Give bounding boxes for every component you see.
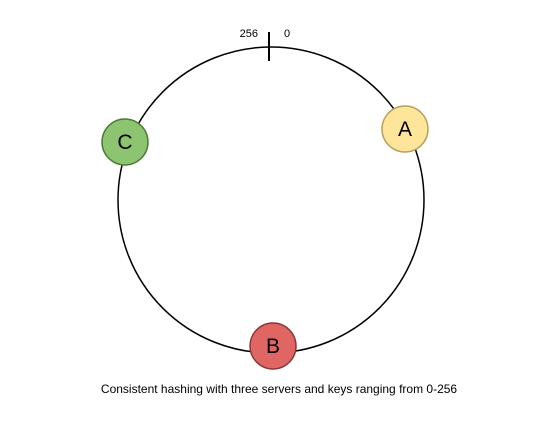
- server-node-b: B: [249, 322, 297, 370]
- server-node-c: C: [101, 118, 149, 166]
- server-node-a-circle: [381, 105, 429, 153]
- ring-start-label: 0: [284, 28, 290, 40]
- server-node-c-circle: [101, 118, 149, 166]
- diagram-caption: Consistent hashing with three servers an…: [101, 382, 458, 396]
- hash-ring: [117, 46, 425, 354]
- ring-end-label: 256: [240, 28, 258, 40]
- server-node-c-label: C: [117, 131, 132, 154]
- server-node-b-label: B: [266, 335, 280, 358]
- server-node-a-label: A: [398, 118, 412, 141]
- server-node-b-circle: [249, 322, 297, 370]
- server-node-a: A: [381, 105, 429, 153]
